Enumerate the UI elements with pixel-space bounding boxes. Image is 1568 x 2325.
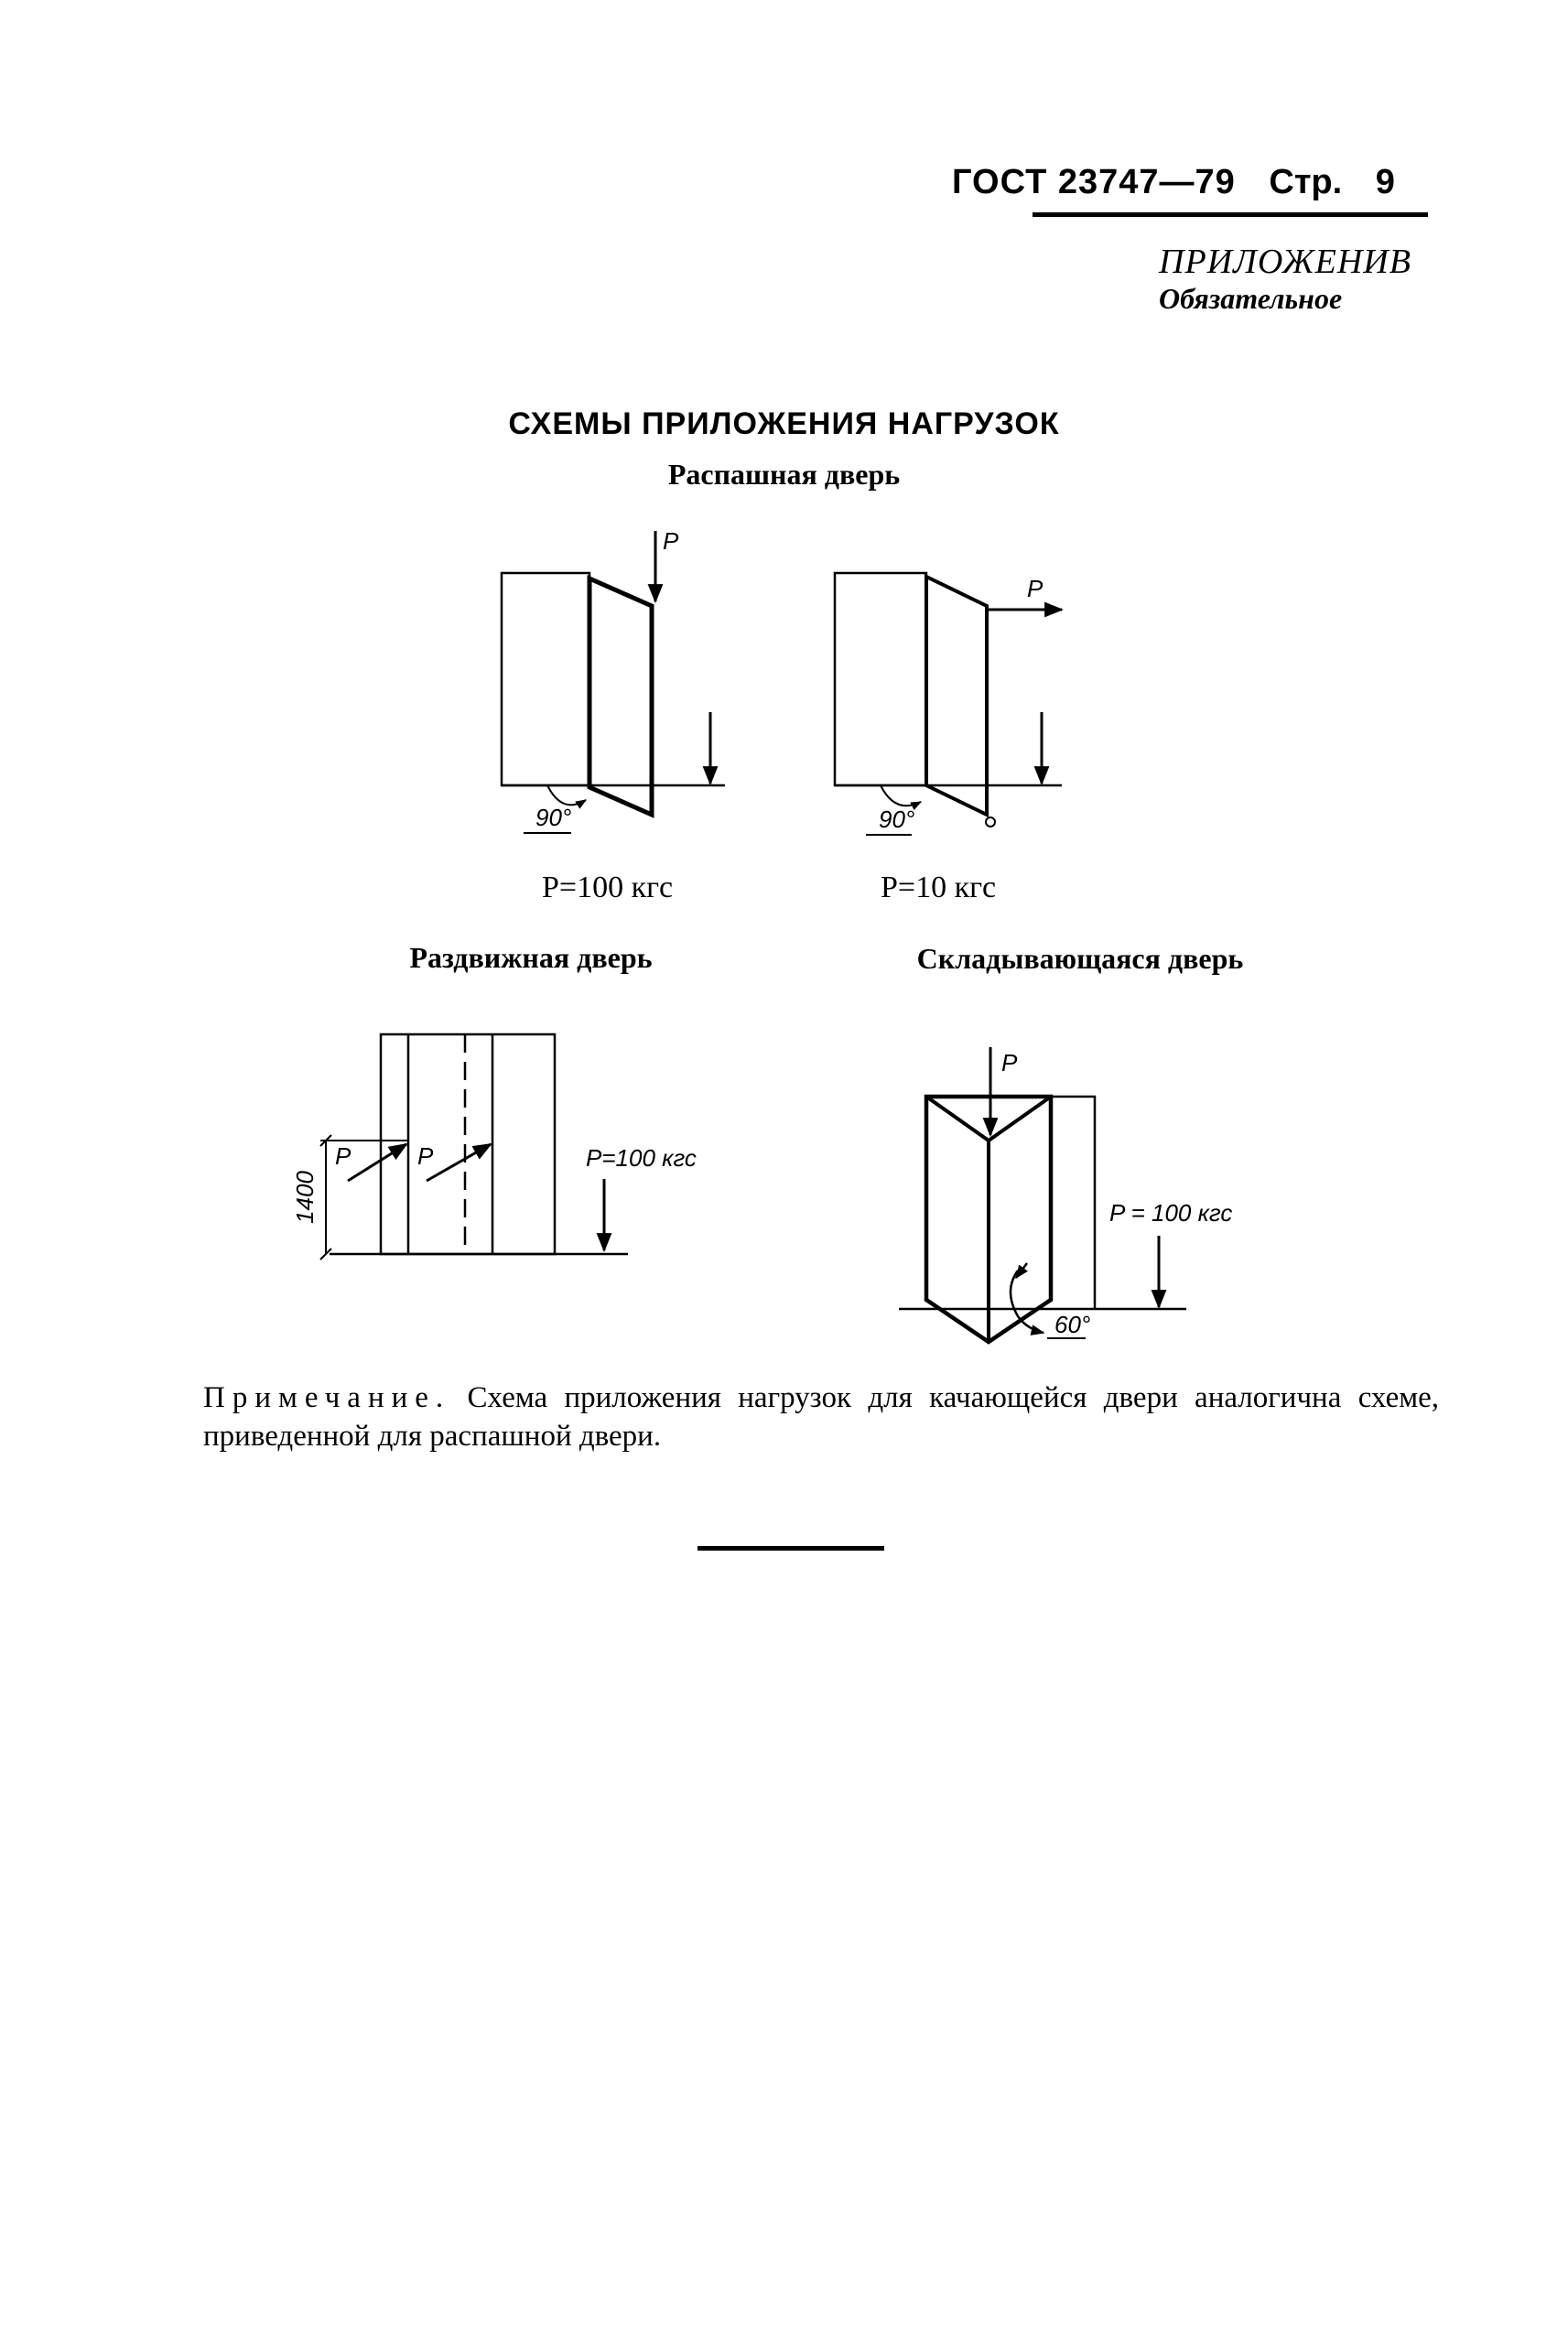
folding-door-scheme: P P = 100 кгс 60° [899, 1047, 1232, 1345]
angle-label: 90° [535, 804, 571, 831]
angle-label: 90° [879, 806, 914, 833]
angle-arc [1009, 1270, 1045, 1336]
height-label: 1400 [291, 1171, 319, 1224]
page-number: 9 [1375, 163, 1395, 201]
end-rule [697, 1546, 884, 1551]
page-label: Стр. [1269, 163, 1343, 201]
appendix-title: ПРИЛОЖЕНИВ [1159, 243, 1411, 281]
door-leaf [587, 575, 654, 818]
angle-arc [546, 784, 588, 809]
angle-label: 60° [1054, 1311, 1090, 1338]
note-text: Схема приложения нагрузок для качающейся… [203, 1381, 1440, 1453]
load-text: P=100 кгс [542, 871, 673, 904]
sliding-door-scheme: P P 1400 P=100 кгс [291, 1033, 697, 1260]
door-body [924, 1094, 1054, 1345]
header-rule [1033, 212, 1428, 217]
page-header: ГОСТ 23747—79 Стр. 9 [952, 163, 1395, 202]
standard-number: ГОСТ 23747—79 [952, 163, 1236, 201]
load-text: P=10 кгс [881, 871, 996, 904]
dim-tick [319, 1248, 332, 1260]
force-label-2: P [417, 1142, 434, 1170]
angle-arc [880, 784, 923, 811]
door-opening [379, 1033, 557, 1256]
door-frame [1051, 1095, 1097, 1309]
swing-door-title: Распашная дверь [667, 458, 901, 491]
note-lead: Примечание. [203, 1381, 451, 1414]
sliding-door-title: Раздвижная дверь [409, 941, 653, 974]
load-text: P=100 кгс [586, 1144, 697, 1172]
dim-tick [319, 1134, 332, 1147]
force-label: P [1027, 575, 1044, 602]
door-leaf [925, 573, 989, 818]
door-frame [833, 571, 928, 787]
force-label: P [1001, 1049, 1018, 1076]
note-paragraph: Примечание. Схема приложения нагрузок дл… [203, 1379, 1439, 1455]
swing-door-right-scheme: P 90° P=10 кгс [833, 571, 1065, 904]
force-arrow-1 [347, 1142, 408, 1183]
appendix-block: ПРИЛОЖЕНИВ Обязательное [1159, 243, 1428, 317]
force-label: P [663, 527, 679, 555]
fold-top [925, 1095, 1053, 1143]
force-label-1: P [335, 1142, 351, 1170]
swing-door-left-scheme: P 90° P=100 кгс [500, 527, 725, 904]
door-handle [985, 816, 996, 827]
main-title: СХЕМЫ ПРИЛОЖЕНИЯ НАГРУЗОК [508, 406, 1060, 441]
force-arrow-2 [426, 1142, 492, 1183]
angle-arc-arrow [1015, 1262, 1028, 1280]
door-frame [500, 571, 591, 787]
folding-door-title: Складывающаяся дверь [916, 942, 1244, 975]
load-text: P = 100 кгс [1109, 1199, 1232, 1227]
appendix-status: Обязательное [1159, 282, 1343, 315]
